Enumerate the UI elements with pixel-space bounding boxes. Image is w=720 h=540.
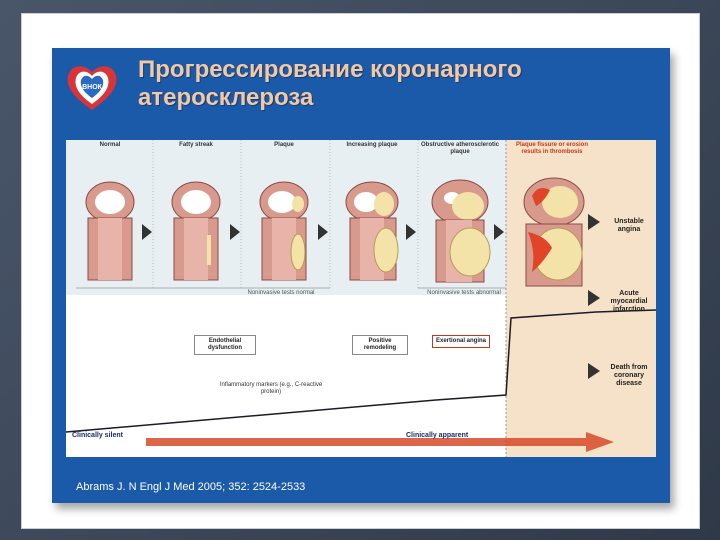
note-noninvasive-normal: Noninvasive tests normal	[236, 290, 326, 297]
outcome-unstable-angina: Unstable angina	[602, 218, 656, 234]
label-clinically-apparent: Clinically apparent	[406, 432, 468, 439]
stage-label-plaque: Plaque	[244, 142, 324, 149]
box-positive-remodeling: Positive remodeling	[352, 335, 408, 355]
figure-canvas	[66, 140, 656, 457]
box-endothelial-dysfunction: Endothelial dysfunction	[194, 335, 256, 355]
atherosclerosis-figure: Normal Fatty streak Plaque Increasing pl…	[66, 140, 656, 457]
stage-label-obstructive-plaque: Obstructive atherosclerotic plaque	[420, 142, 500, 156]
note-noninvasive-abnormal: Noninvasive tests abnormal	[424, 290, 504, 297]
stage-thrombosis-illustration	[524, 178, 584, 286]
outcome-death: Death from coronary disease	[602, 364, 656, 388]
stage-increasing-plaque-illustration	[346, 182, 398, 280]
label-clinically-silent: Clinically silent	[72, 432, 123, 439]
citation: Abrams J. N Engl J Med 2005; 352: 2524-2…	[76, 481, 305, 493]
slide-title: Прогрессирование коронарного атеросклеро…	[138, 56, 658, 112]
stage-normal-illustration	[86, 182, 134, 280]
stage-label-normal: Normal	[70, 142, 150, 149]
stage-label-thrombosis: Plaque fissure or erosion results in thr…	[512, 142, 592, 156]
slide: ВНОК Прогрессирование коронарного атерос…	[52, 48, 670, 503]
note-inflammatory-markers: Inflammatory markers (e.g., C-reactive p…	[216, 382, 326, 396]
stage-plaque-illustration	[260, 182, 308, 280]
heart-logo-icon: ВНОК	[62, 58, 122, 118]
outcome-acute-mi: Acute myocardial infarction	[602, 290, 656, 314]
stage-fatty-streak-illustration	[172, 182, 220, 280]
stage-label-fatty-streak: Fatty streak	[156, 142, 236, 149]
stage-label-increasing-plaque: Increasing plaque	[332, 142, 412, 149]
box-exertional-angina: Exertional angina	[432, 335, 490, 348]
logo-text: ВНОК	[82, 84, 103, 91]
stage-obstructive-plaque-illustration	[432, 180, 490, 282]
